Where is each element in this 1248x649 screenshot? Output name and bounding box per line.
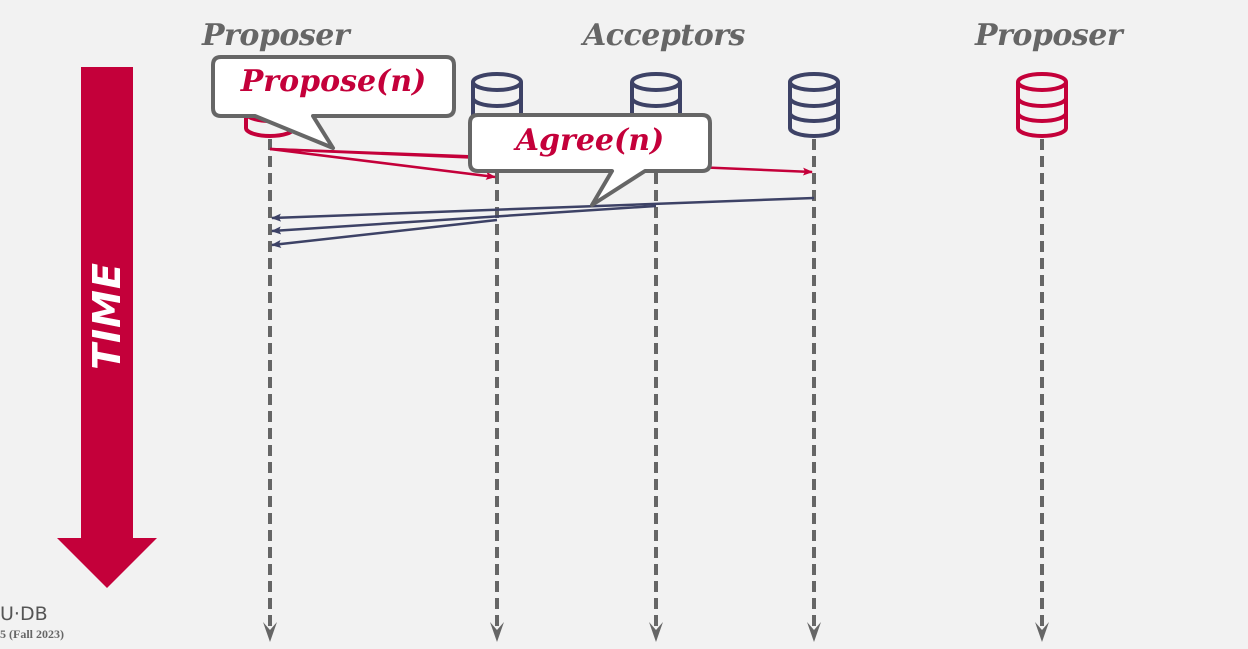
propose-callout-text: Propose(n)	[240, 64, 427, 99]
right-proposer-label: Proposer	[975, 18, 1123, 53]
database-icon-proposer-2	[1016, 72, 1068, 138]
propose-callout	[211, 55, 456, 150]
left-proposer-label: Proposer	[202, 18, 350, 53]
database-icon-acceptor-3	[788, 72, 840, 138]
timeline-arrowhead	[649, 622, 663, 642]
timelines	[263, 139, 1049, 642]
timeline-arrowhead	[263, 622, 277, 642]
footer-course: 5 (Fall 2023)	[0, 627, 64, 641]
timeline-arrowhead	[807, 622, 821, 642]
propose-message-proposer-1-to-acceptor-1	[269, 147, 496, 180]
acceptors-label: Acceptors	[583, 18, 745, 53]
agree-message-acceptor-3-to-proposer-1	[271, 196, 815, 222]
footer-logo: U·DB	[0, 603, 48, 625]
agree-message-acceptor-2-to-proposer-1	[271, 204, 657, 235]
agree-callout-text: Agree(n)	[515, 123, 665, 158]
agree-message-acceptor-1-to-proposer-1	[271, 218, 498, 248]
timeline-arrowhead	[1035, 622, 1049, 642]
timeline-arrowhead	[490, 622, 504, 642]
time-label: TIME	[85, 262, 129, 370]
agree-callout	[468, 113, 712, 207]
time-arrow	[57, 67, 157, 588]
